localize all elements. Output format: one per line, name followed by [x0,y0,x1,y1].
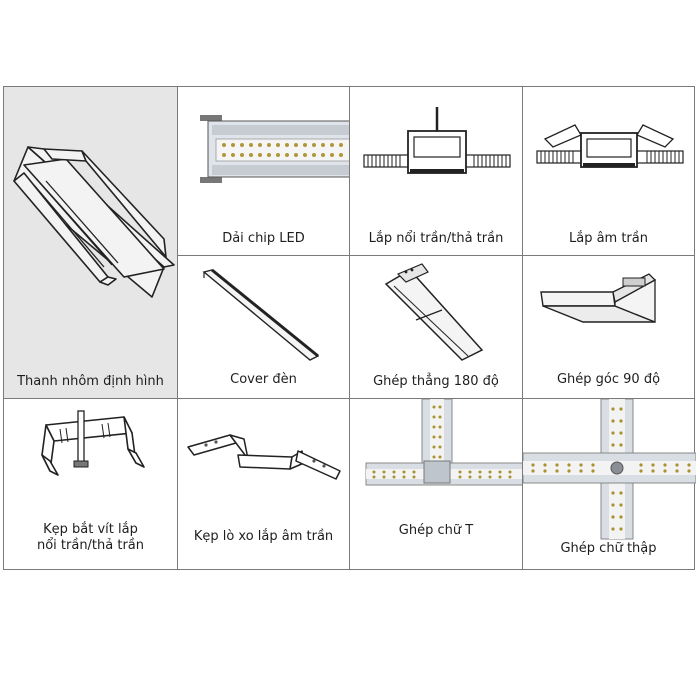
cell-cross-joint: Ghép chữ thập [522,398,696,570]
t-joint-illustration [365,399,524,486]
caption: Lắp nổi trần/thả trần [368,231,504,246]
cell-corner-joint: Ghép góc 90 độ [522,255,695,399]
surface-mount-illustration [363,107,511,174]
caption: Ghép chữ T [398,523,474,538]
caption: Lắp âm trần [568,231,648,246]
screw-clamp-illustration [41,410,145,476]
corner-joint-illustration [540,273,657,323]
cell-t-joint: Ghép chữ T [349,398,524,570]
cell-light-cover: Cover đèn [177,255,350,399]
caption: Thanh nhôm định hình [17,374,164,389]
caption: Ghép chữ thập [560,541,657,556]
cell-recessed-mount: Lắp âm trần [522,86,695,256]
cell-straight-joint: Ghép thẳng 180 độ [349,255,523,399]
caption-line-1: Kẹp bắt vít lắp [43,522,138,537]
cell-screw-clamp: Kẹp bắt vít lắp nổi trần/thả trần [3,398,178,570]
product-grid: Thanh nhôm định hình Dải chip LED [3,86,696,570]
led-strip-illustration [200,115,351,183]
caption: Dải chip LED [222,231,305,246]
cell-aluminium-profile: Thanh nhôm định hình [3,86,178,399]
caption-line-2: nổi trần/thả trần [36,538,145,553]
light-cover-illustration [202,268,320,361]
cell-led-chip-strip: Dải chip LED [177,86,351,256]
caption: Ghép góc 90 độ [556,372,661,387]
caption: Cover đèn [230,372,297,387]
cell-surface-mount: Lắp nổi trần/thả trần [349,86,523,256]
cell-spring-clip: Kẹp lò xo lắp âm trần [177,398,350,570]
recessed-mount-illustration [536,124,684,168]
aluminium-profile-illustration [13,146,175,298]
caption: Ghép thẳng 180 độ [373,374,499,389]
cross-joint-illustration [523,399,696,540]
caption: Kẹp lò xo lắp âm trần [193,529,334,544]
straight-joint-illustration [384,263,484,361]
spring-clip-illustration [187,434,341,480]
